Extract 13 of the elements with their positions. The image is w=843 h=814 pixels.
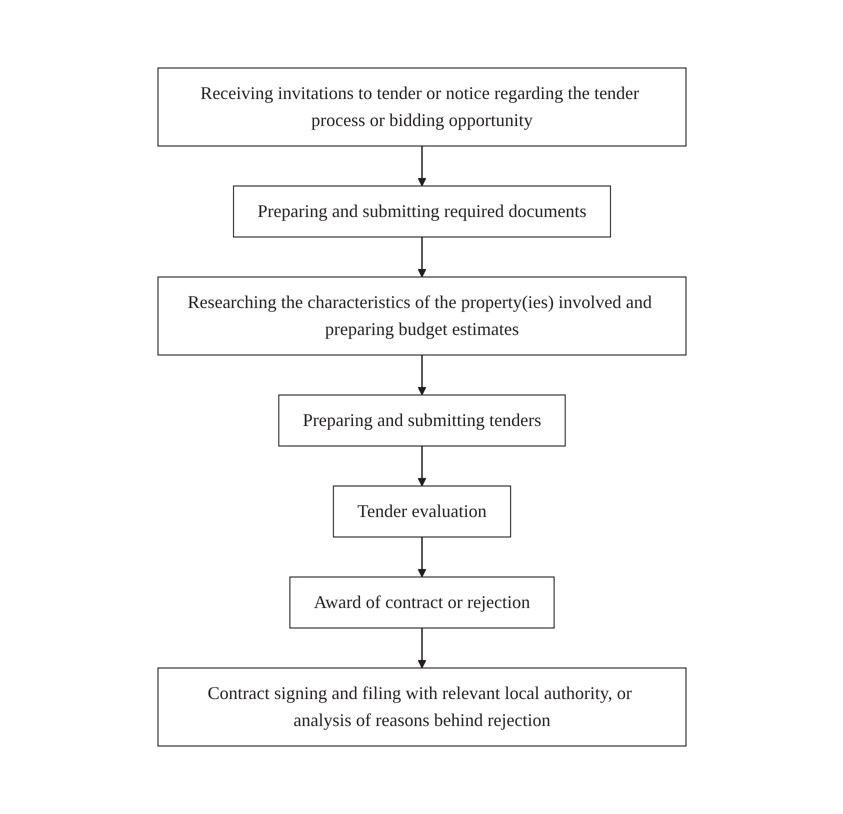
arrow — [417, 537, 426, 578]
node-box: Preparing and submitting required documents — [232, 186, 610, 238]
node-box: Tender evaluation — [332, 486, 511, 538]
arrow — [417, 146, 426, 186]
arrow — [417, 628, 426, 668]
node-box: Contract signing and filing with relevant local authority, or analysis of reasons behind rejection — [157, 668, 686, 746]
node-box: Award of contract or rejection — [288, 576, 554, 628]
arrow — [417, 237, 426, 278]
arrow — [417, 355, 426, 396]
arrow — [417, 446, 426, 486]
node-box: Preparing and submitting tenders — [278, 394, 566, 446]
node-box: Receiving invitations to tender or notice regarding the tender process or bidding opportunity — [157, 68, 686, 146]
node-box: Researching the characteristics of the property(ies) involved and preparing budget estimates — [157, 276, 686, 356]
